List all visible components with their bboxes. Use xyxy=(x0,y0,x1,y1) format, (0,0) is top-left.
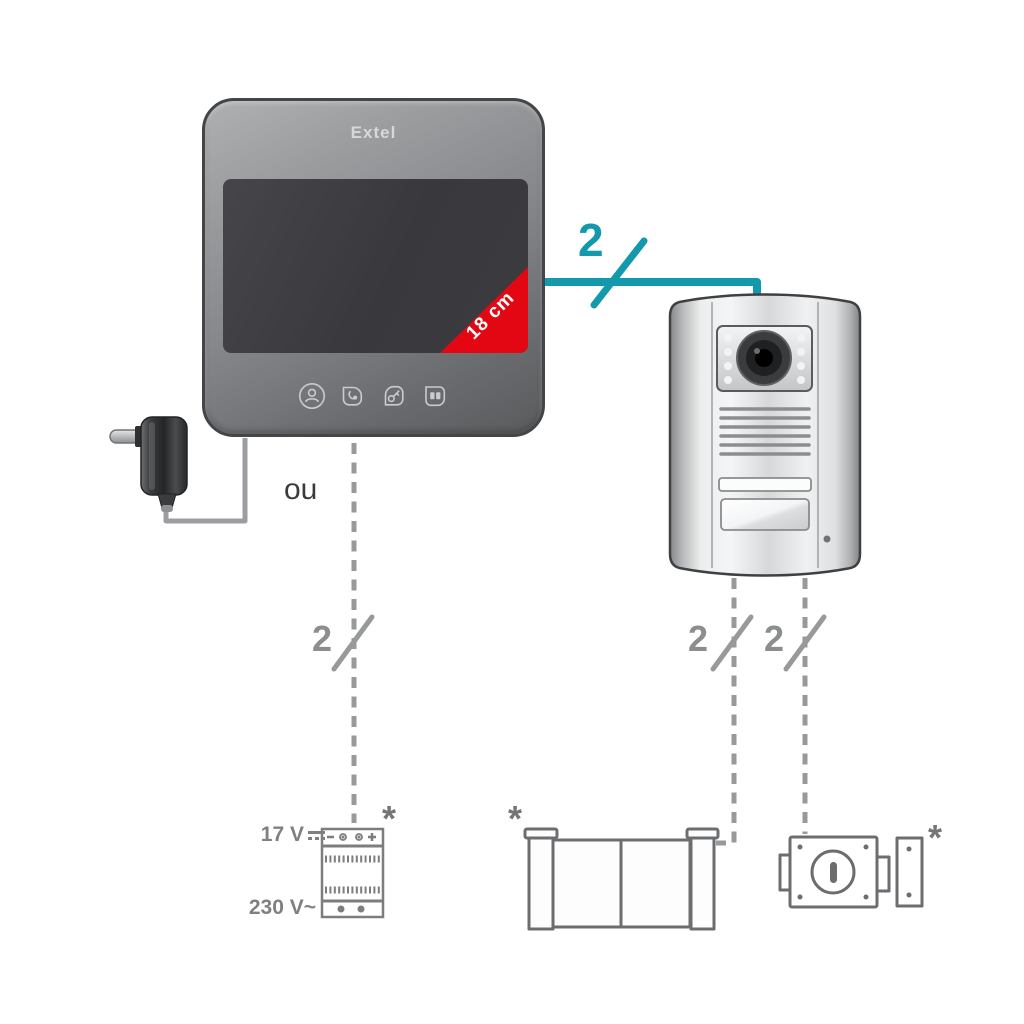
person-icon xyxy=(299,383,325,409)
wire-door-to-gate xyxy=(710,578,754,846)
optional-marker-lock: * xyxy=(928,817,943,858)
phone-handset-icon xyxy=(342,386,363,406)
gate-right-pillar-cap xyxy=(685,827,720,840)
gate-right-pillar xyxy=(689,836,716,931)
screw-dot xyxy=(823,535,831,543)
monitor-button-gate xyxy=(421,382,449,410)
optional-marker-gate: * xyxy=(508,798,523,839)
name-plate xyxy=(718,477,812,492)
screen-size-badge: 18 cm xyxy=(440,267,528,353)
camera-lens xyxy=(736,330,792,386)
optional-marker-psu: * xyxy=(382,798,397,839)
brand-logo: Extel xyxy=(350,123,397,142)
monitor-button-unlock xyxy=(380,382,408,410)
gate-icon xyxy=(425,386,446,407)
key-icon xyxy=(384,385,404,406)
dc-symbol-icon xyxy=(308,831,325,840)
psu-ac-input-label: 230 V~ xyxy=(248,896,316,919)
monitor-button-answer xyxy=(298,382,326,410)
wire-door-to-lock xyxy=(783,578,827,834)
wire-count-slash xyxy=(783,614,827,672)
psu-dc-output-label: 17 V xyxy=(260,823,304,846)
gate-left-pillar xyxy=(527,836,555,931)
door-station xyxy=(668,293,862,577)
wire-count-slash xyxy=(590,237,648,309)
gate-left-panel xyxy=(551,838,623,929)
gate xyxy=(523,827,720,931)
ir-led-array xyxy=(724,334,805,384)
or-label: ou xyxy=(284,473,318,506)
electric-lock xyxy=(778,835,924,909)
wire-count-slash xyxy=(331,614,375,672)
wire-count-monitor-door: 2 xyxy=(578,214,604,266)
wire-monitor-to-psu xyxy=(331,443,375,823)
call-button xyxy=(720,498,810,531)
monitor-screen: 18 cm xyxy=(223,179,528,353)
monitor-button-mute xyxy=(338,382,366,410)
wire-count-monitor-psu: 2 xyxy=(312,618,333,659)
keyhole xyxy=(830,862,837,883)
screen-size-label: 18 cm xyxy=(462,287,519,344)
power-supply-module xyxy=(320,827,385,919)
indoor-monitor: Extel 18 cm xyxy=(202,98,545,437)
adapter-body xyxy=(140,416,188,496)
wire-count-door-lock: 2 xyxy=(764,618,785,659)
wire-count-slash xyxy=(710,614,754,672)
wire-count-door-gate: 2 xyxy=(688,618,709,659)
speaker-grille xyxy=(719,407,811,456)
gate-right-panel xyxy=(619,838,692,929)
power-adapter xyxy=(109,416,188,512)
